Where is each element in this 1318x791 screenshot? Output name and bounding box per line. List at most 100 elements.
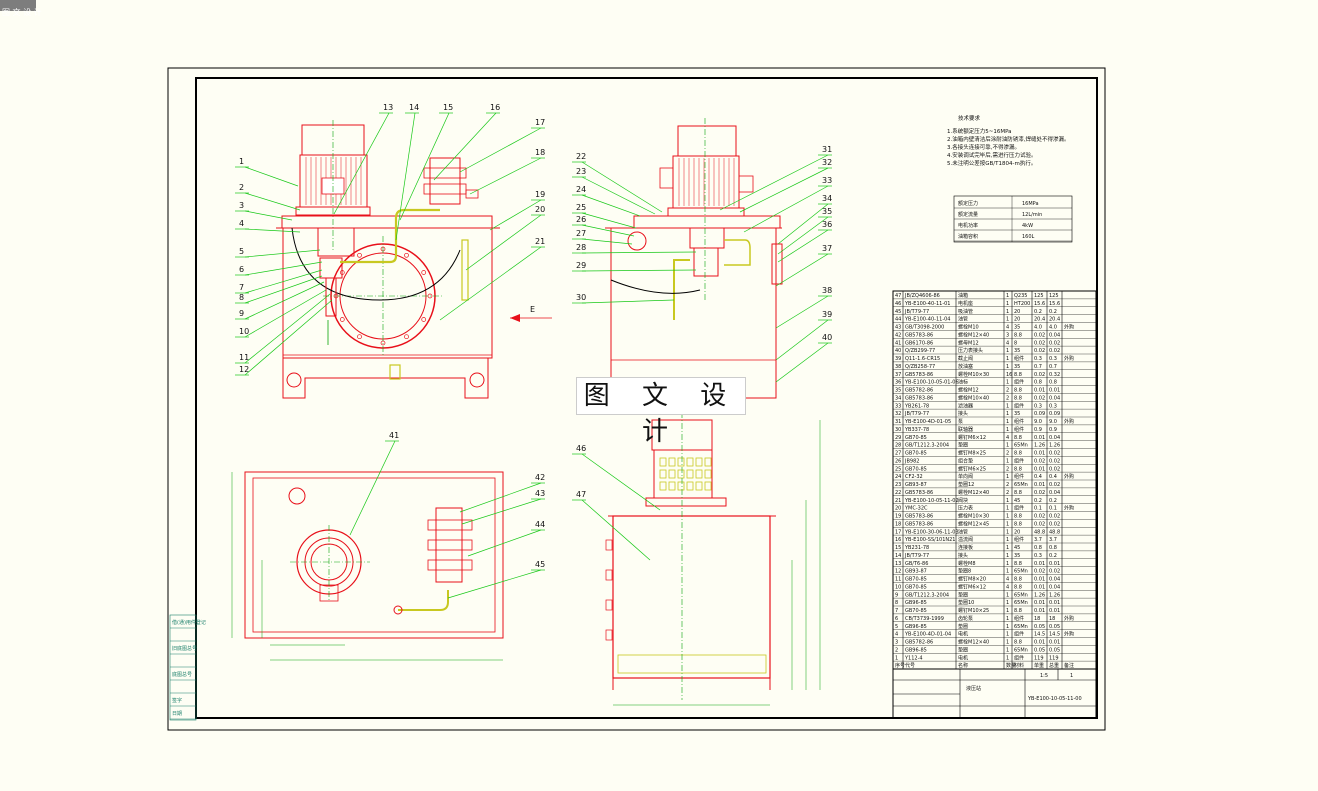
parts-cell: GB96-85 — [905, 624, 927, 630]
parts-cell: 0.02 — [1049, 458, 1060, 464]
callout-number: 41 — [389, 431, 399, 440]
parts-cell: 15.6 — [1034, 301, 1045, 307]
parts-cell: 5 — [895, 624, 898, 630]
terminal-block — [695, 469, 703, 479]
parts-cell: 38 — [895, 364, 901, 370]
parts-cell: 0.01 — [1034, 388, 1045, 394]
callout-leader — [244, 275, 323, 304]
parts-cell: 2 — [1006, 451, 1009, 457]
callout-leader — [777, 229, 829, 263]
spec-label: 额定压力 — [958, 200, 978, 207]
parts-cell: 溢流阀 — [958, 536, 973, 543]
callout-number: 13 — [383, 103, 393, 112]
side-bolt — [605, 569, 613, 581]
parts-cell: 0.32 — [1049, 372, 1060, 378]
parts-cell: 螺栓M12×40 — [958, 489, 989, 496]
parts-cell: 4 — [1006, 325, 1009, 331]
parts-cell: 13 — [895, 561, 901, 567]
parts-cell: GB/T1212.3-2004 — [905, 592, 949, 598]
parts-cell: 0.1 — [1049, 506, 1057, 512]
panel-label: 日期 — [172, 711, 182, 717]
parts-cell: 0.8 — [1034, 545, 1042, 551]
parts-cell: 1 — [1006, 514, 1009, 520]
note-line: 2.油箱内壁清洁后涂耐油防锈漆,焊缝处不得渗漏。 — [947, 135, 1070, 143]
parts-cell: 48.8 — [1049, 529, 1060, 535]
valve-bank-top — [427, 507, 473, 583]
callout-leader — [581, 299, 675, 304]
callout-leader — [581, 224, 635, 237]
parts-cell: 41 — [895, 340, 901, 346]
callout-leader — [775, 319, 829, 361]
parts-cell: 0.01 — [1034, 584, 1045, 590]
parts-cell: 接头 — [958, 552, 968, 559]
callout-number: 43 — [535, 489, 545, 498]
parts-cell: 1 — [1006, 380, 1009, 386]
spec-label: 油箱容积 — [958, 233, 978, 240]
parts-cell: 0.02 — [1049, 340, 1060, 346]
parts-cell: 4 — [895, 632, 898, 638]
callout-leader — [244, 261, 323, 276]
flange-bolt — [339, 317, 345, 322]
parts-cell: GB5783-86 — [905, 332, 933, 338]
parts-cell: 0.3 — [1034, 553, 1042, 559]
callout-leader — [777, 203, 829, 245]
parts-cell: 压力表接头 — [958, 347, 983, 354]
callout-number: 3 — [239, 201, 244, 210]
parts-cell: YB-E100-40-11-01 — [904, 301, 951, 307]
spec-label: 额定流量 — [958, 211, 978, 218]
side-bolt — [605, 599, 613, 611]
parts-cell: 1 — [1006, 348, 1009, 354]
parts-cell: 6 — [895, 616, 898, 622]
callout-leader — [465, 214, 542, 271]
callout-leader — [395, 112, 416, 241]
parts-cell: YMC-32C — [904, 506, 928, 512]
parts-cell: CF2-32 — [905, 474, 923, 480]
parts-cell: 0.3 — [1049, 356, 1057, 362]
parts-cell: 螺栓M12×40 — [958, 331, 989, 338]
callout-leader — [719, 154, 829, 211]
app-title-tab[interactable]: 图 文 设 计 — [0, 0, 42, 17]
parts-cell: 螺栓M12 — [958, 387, 979, 394]
callout-leader — [581, 176, 656, 215]
parts-cell: 1 — [1006, 608, 1009, 614]
parts-cell: 组件 — [1014, 536, 1024, 543]
parts-cell: 垫圈 — [958, 646, 968, 653]
callout-leader — [581, 499, 651, 561]
parts-cell: 0.2 — [1034, 309, 1042, 315]
parts-cell: 0.04 — [1049, 577, 1060, 583]
callout-number: 37 — [822, 244, 832, 253]
parts-cell: 15.6 — [1049, 301, 1060, 307]
parts-cell: 外购 — [1064, 505, 1074, 512]
parts-cell: 20 — [1014, 309, 1020, 315]
parts-cell: 截止阀 — [958, 355, 973, 362]
parts-cell: 1.26 — [1049, 443, 1060, 449]
parts-cell: 垫圈12 — [958, 481, 974, 488]
parts-cell: 33 — [895, 403, 901, 409]
parts-cell: 1 — [1006, 592, 1009, 598]
callout-number: 40 — [822, 333, 832, 342]
parts-cell: 0.02 — [1034, 490, 1045, 496]
parts-cell: 2 — [1006, 490, 1009, 496]
parts-cell: 油管 — [958, 528, 968, 535]
parts-cell: 0.3 — [1034, 356, 1042, 362]
parts-cell: 34 — [895, 395, 901, 401]
valve-stack-front — [423, 157, 479, 205]
parts-cell: 油标 — [958, 379, 968, 386]
callout-number: 21 — [535, 237, 545, 246]
parts-cell: 放油塞 — [958, 363, 973, 370]
callout-number: 22 — [576, 152, 586, 161]
parts-cell: 螺栓M10 — [958, 324, 979, 331]
parts-cell: 1 — [1006, 506, 1009, 512]
spec-label: 电机功率 — [958, 222, 978, 229]
parts-header-cell: 单重 — [1034, 662, 1044, 669]
parts-cell: JB/ZQ4606-86 — [904, 293, 940, 299]
parts-cell: 20.4 — [1049, 317, 1060, 323]
callout-leader — [581, 238, 633, 245]
callout-number: 46 — [576, 444, 586, 453]
parts-cell: 1 — [1006, 569, 1009, 575]
parts-cell: 31 — [895, 419, 901, 425]
parts-cell: 0.02 — [1049, 466, 1060, 472]
callout-number: 14 — [409, 103, 419, 112]
parts-cell: 垫圈 — [958, 442, 968, 449]
